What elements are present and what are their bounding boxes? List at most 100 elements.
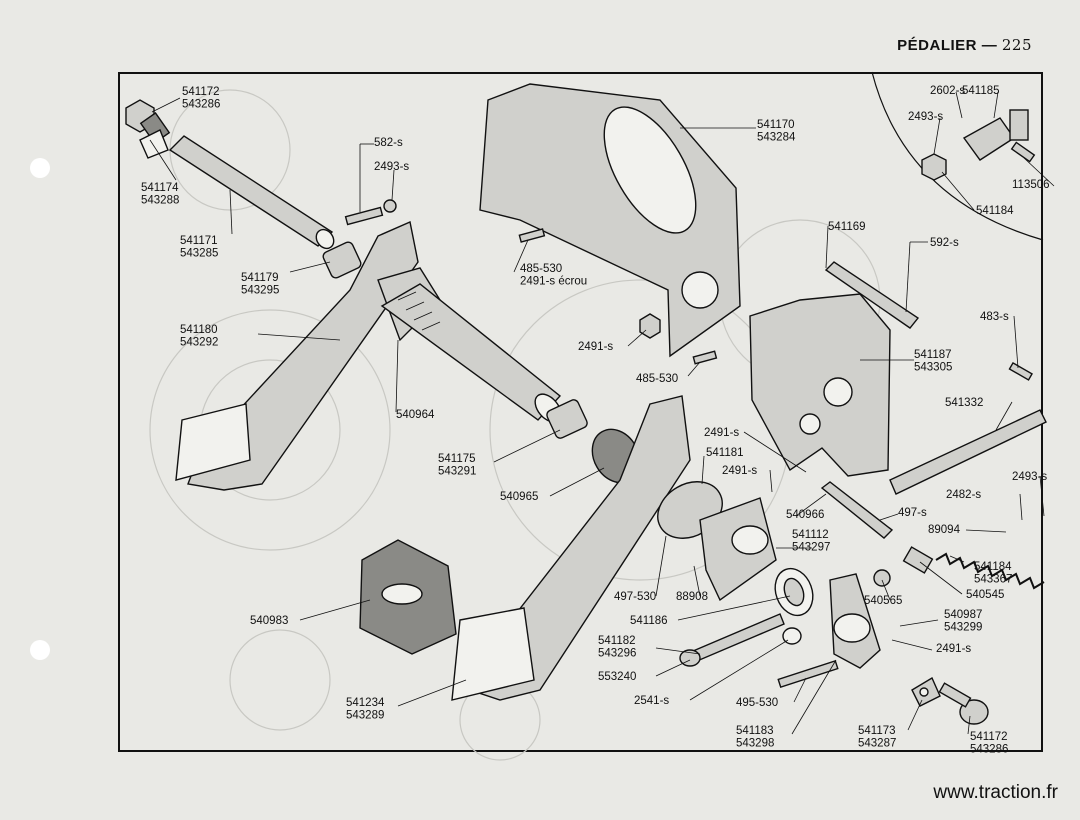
part-label-line: 543297: [792, 542, 830, 554]
washer-541186: [774, 567, 814, 617]
part-label-line: 541184: [976, 205, 1014, 217]
bolt-495: [777, 660, 839, 688]
part-label-line: 541180: [180, 324, 218, 336]
pedal-pad-540983: [359, 539, 457, 655]
part-label-line: 543305: [914, 362, 952, 374]
part-label-line: 541332: [945, 397, 983, 409]
part-label-line: 543289: [346, 710, 384, 722]
part-label-line: 541186: [630, 615, 668, 627]
part-label-line: 540966: [786, 509, 824, 521]
screw-483: [1008, 361, 1033, 381]
part-label-line: 540987: [944, 609, 982, 621]
part-label-line: 2602-s: [930, 85, 965, 97]
pedal-arm-541181: [451, 395, 723, 701]
part-label-line: 543288: [141, 195, 179, 207]
pin-541169: [824, 261, 920, 329]
part-label-l49: 113506: [1012, 179, 1050, 191]
part-label-l15: 483-s: [980, 311, 1009, 323]
part-label-line: 541181: [706, 447, 744, 459]
part-label-l14: 592-s: [930, 237, 959, 249]
part-label-l34: 497-530: [614, 591, 656, 603]
part-label-l30: 2541-s: [634, 695, 669, 707]
connector-540545: [902, 546, 934, 574]
part-label-l29: 495-530: [736, 697, 778, 709]
part-label-line: 88908: [676, 591, 708, 603]
part-label-line: 485-530: [520, 263, 562, 275]
part-label-line: 541185: [962, 85, 1000, 97]
part-label-line: 540983: [250, 615, 288, 627]
pedal-shaft-540964: [380, 283, 562, 423]
site-watermark: www.traction.fr: [933, 782, 1058, 803]
bolt-top-left: [125, 99, 171, 159]
part-label-line: 541183: [736, 725, 774, 737]
part-label-line: 541174: [141, 182, 179, 194]
part-label-line: 497-s: [898, 507, 927, 519]
pivot-tube-541171: [168, 135, 335, 250]
part-label-l43: 540965: [500, 491, 538, 503]
part-label-line: 540965: [500, 491, 538, 503]
rod-541182: [679, 613, 785, 667]
part-label-l48: 2493-s: [908, 111, 943, 123]
part-label-line: 2491-s: [578, 341, 613, 353]
part-label-l4: 582-s: [374, 137, 403, 149]
part-label-line: 497-530: [614, 591, 656, 603]
nut-540565: [873, 569, 891, 587]
part-label-l46: 2602-s: [930, 85, 965, 97]
part-label-l38: 497-s: [898, 507, 927, 519]
part-label-line: 543287: [858, 738, 896, 750]
binder-hole-bottom: [30, 640, 50, 660]
part-label-l37: 540966: [786, 509, 824, 521]
part-label-line: 582-s: [374, 137, 403, 149]
part-label-l19: 2482-s: [946, 489, 981, 501]
part-label-line: 495-530: [736, 697, 778, 709]
part-label-line: 2491-s: [936, 643, 971, 655]
part-label-l22: 540545: [966, 589, 1004, 601]
part-label-l8: 540964: [396, 409, 435, 421]
rod-541332: [889, 409, 1047, 495]
part-label-line: 541187: [914, 349, 952, 361]
bolt-541172-bottom: [938, 682, 989, 725]
part-label-line: 2493-s: [1012, 471, 1047, 483]
pedal-arm-541180: [175, 221, 441, 491]
part-label-line: 543292: [180, 337, 218, 349]
page-number: 225: [1001, 36, 1032, 54]
part-label-line: 541234: [346, 697, 385, 709]
part-label-line: 2491-s: [722, 465, 757, 477]
part-label-line: 543298: [736, 738, 774, 750]
part-label-l18: 2493-s: [1012, 471, 1047, 483]
part-label-line: 543299: [944, 622, 982, 634]
part-label-l11: 2491-s: [578, 341, 613, 353]
part-label-l25: 2491-s: [936, 643, 971, 655]
part-label-line: 543284: [757, 132, 796, 144]
part-label-l33: 541186: [630, 615, 668, 627]
part-label-line: 483-s: [980, 311, 1009, 323]
part-label-l39: 2491-s: [704, 427, 739, 439]
bracket-541187: [749, 293, 891, 477]
part-label-l35: 88908: [676, 591, 708, 603]
part-label-line: 543285: [180, 248, 218, 260]
clamp-541112: [699, 497, 777, 602]
header-dash: —: [981, 37, 998, 54]
spring-89094: [935, 552, 1045, 590]
part-label-line: 113506: [1012, 179, 1050, 191]
part-label-line: 541169: [828, 221, 866, 233]
part-label-l50: 541184: [976, 205, 1014, 217]
part-label-l41: 541181: [706, 447, 744, 459]
part-label-line: 592-s: [930, 237, 959, 249]
part-label-line: 541184: [974, 561, 1012, 573]
part-label-line: 541112: [792, 529, 829, 541]
